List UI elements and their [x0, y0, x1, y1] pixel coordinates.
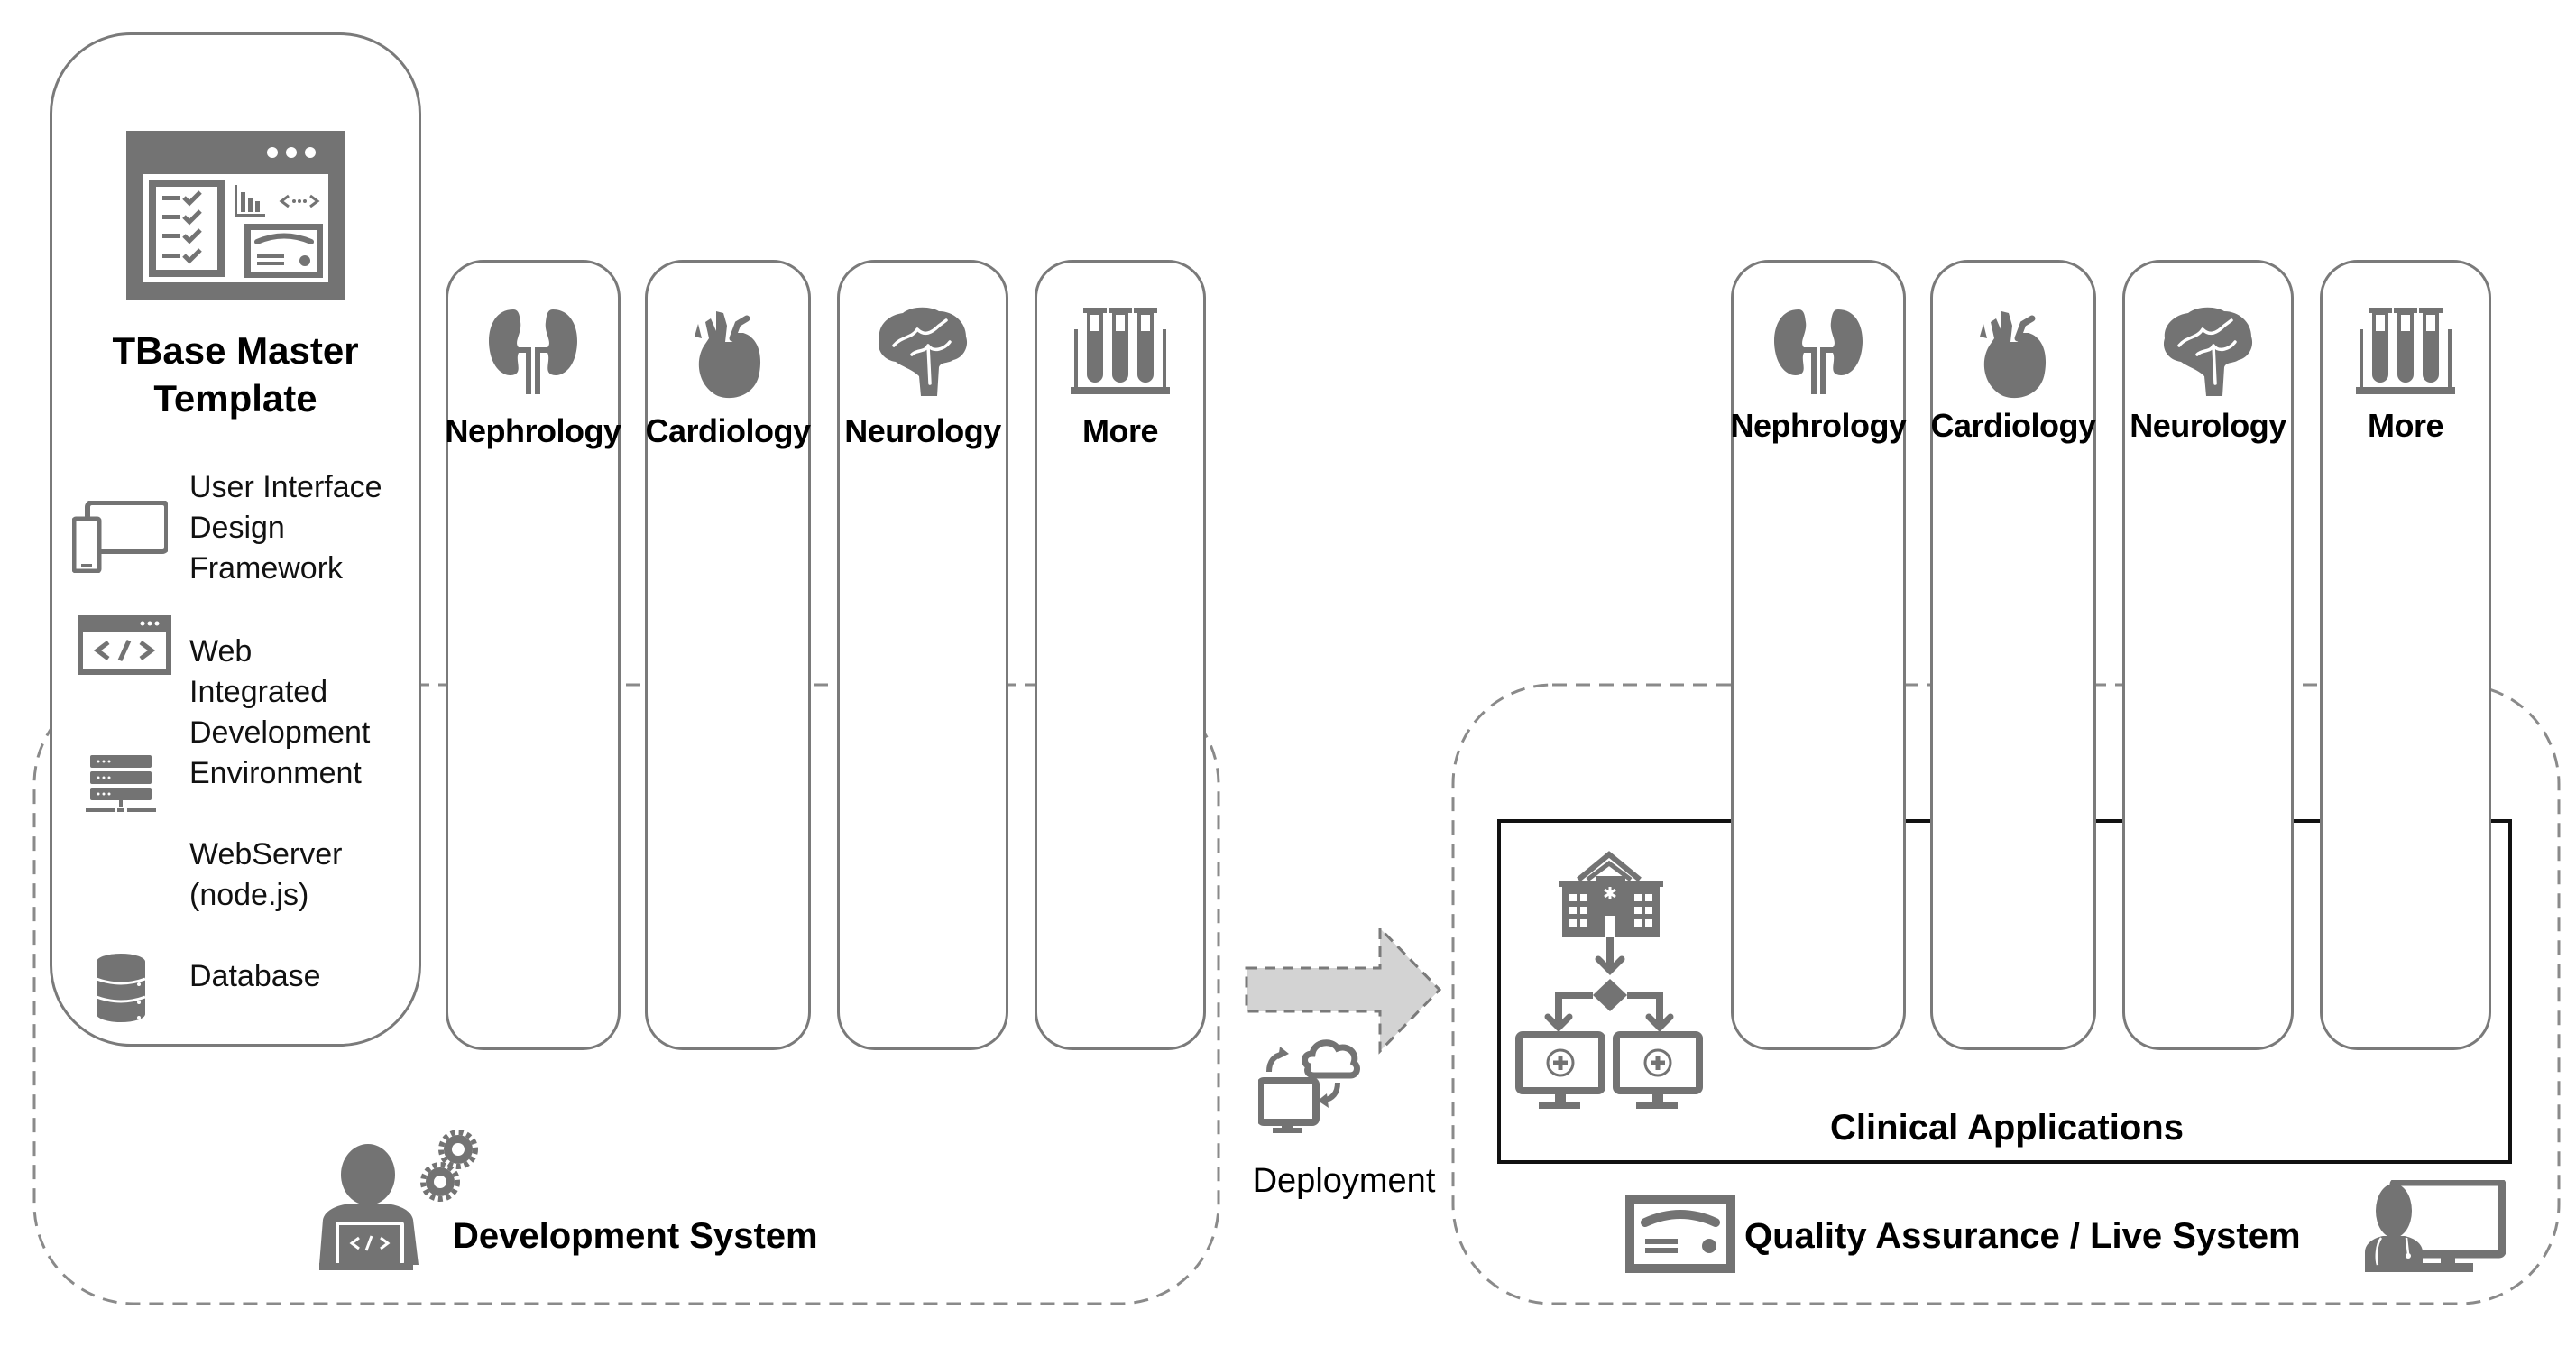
live-module-neurology[interactable]: Neurology	[2122, 260, 2294, 1050]
feature-line: Web	[189, 634, 253, 669]
feature-line: User Interface	[189, 470, 382, 504]
feature-line: Design	[189, 511, 285, 545]
feature-line: (node.js)	[189, 878, 309, 912]
dev-module-neurology[interactable]: Neurology	[837, 260, 1008, 1050]
brain-icon	[878, 307, 968, 396]
clinical-applications-label: Clinical Applications	[1830, 1108, 2184, 1148]
brain-icon	[2163, 307, 2253, 396]
module-label: Neurology	[2130, 407, 2286, 444]
kidney-icon	[1774, 309, 1863, 394]
cloud-sync-icon	[1258, 1039, 1360, 1133]
test-tubes-icon	[2356, 308, 2455, 394]
dev-module-more[interactable]: More	[1035, 260, 1206, 1050]
live-module-more[interactable]: More	[2320, 260, 2491, 1050]
development-system-boundary	[32, 683, 1220, 1305]
module-label: Cardiology	[1930, 407, 2096, 444]
feature-database: Database	[189, 956, 321, 997]
master-template-title-line1: TBase Master	[112, 329, 359, 372]
doctor-monitor-icon	[2365, 1180, 2506, 1272]
feature-line: Environment	[189, 756, 362, 790]
master-template-title-line2: Template	[153, 377, 317, 420]
feature-line: Database	[189, 959, 321, 993]
kidney-icon	[489, 309, 577, 394]
deployment-arrow	[1245, 925, 1442, 1055]
development-system-label: Development System	[453, 1216, 818, 1256]
feature-line: WebServer	[189, 837, 343, 872]
live-module-nephrology[interactable]: Nephrology	[1730, 260, 1907, 1050]
heart-icon	[695, 311, 761, 399]
dashboard-template-icon	[126, 131, 345, 300]
feature-line: Development	[189, 715, 371, 750]
developer-icon	[319, 1130, 478, 1270]
code-window-icon	[78, 615, 171, 675]
module-label: Neurology	[844, 412, 1001, 449]
feature-webserver: WebServer (node.js)	[189, 835, 342, 916]
hospital-workflow-icon	[1515, 851, 1703, 1109]
module-label: Nephrology	[445, 412, 621, 449]
database-icon	[96, 954, 146, 1022]
module-label: More	[2367, 407, 2444, 444]
feature-ui-design-framework: User Interface Design Framework	[189, 467, 382, 589]
module-label: Nephrology	[1730, 407, 1907, 444]
master-template-title: TBase Master Template	[50, 327, 421, 422]
devices-icon	[72, 501, 168, 573]
feature-line: Framework	[189, 551, 344, 586]
certificate-icon	[1625, 1195, 1735, 1273]
module-label: More	[1081, 412, 1159, 449]
live-module-cardiology[interactable]: Cardiology	[1930, 260, 2096, 1050]
server-icon	[86, 755, 156, 812]
module-label: Cardiology	[645, 412, 811, 449]
dev-module-cardiology[interactable]: Cardiology	[645, 260, 811, 1050]
qa-system-label: Quality Assurance / Live System	[1744, 1216, 2301, 1256]
feature-line: Integrated	[189, 675, 328, 709]
deployment-label: Deployment	[1252, 1162, 1436, 1200]
test-tubes-icon	[1071, 308, 1170, 394]
feature-web-ide: Web Integrated Development Environment	[189, 632, 370, 794]
heart-icon	[1980, 311, 2047, 399]
dev-module-nephrology[interactable]: Nephrology	[445, 260, 621, 1050]
